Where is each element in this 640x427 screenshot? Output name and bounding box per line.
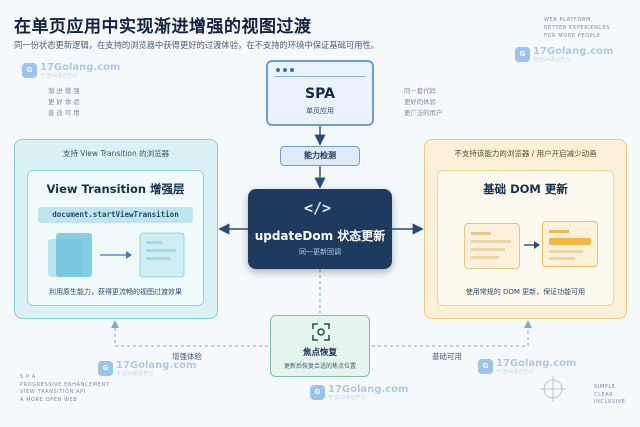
transition-illustration-icon bbox=[48, 232, 185, 278]
enhancement-title: View Transition 增强层 bbox=[46, 182, 185, 196]
focus-restore-card: 焦点恢复 更新后恢复合适的焦点位置 bbox=[270, 315, 370, 377]
code-icon: </> bbox=[304, 199, 332, 217]
right-side-notes: 同一套代码 更好的体验 更广泛的用户 bbox=[404, 87, 443, 117]
bottom-left-note: S P A PROGRESSIVE ENHANCEMENT VIEW TRANS… bbox=[20, 374, 110, 403]
update-dom-subtitle: 同一更新回调 bbox=[299, 248, 341, 256]
focus-icon bbox=[312, 323, 330, 341]
baseline-usable-label: 基础可用 bbox=[432, 352, 462, 361]
update-dom-card: </> updateDom 状态更新 同一更新回调 bbox=[248, 189, 392, 269]
baseline-dom-panel: 不支持该能力的浏览器 / 用户开启减少动画 基础 DOM 更新 使用常规的 DO… bbox=[424, 139, 627, 319]
dom-after-icon bbox=[542, 221, 598, 267]
panel-header: 支持 View Transition 的浏览器 bbox=[62, 149, 170, 158]
update-dom-title: updateDom 状态更新 bbox=[254, 229, 386, 243]
focus-to-right-path bbox=[372, 320, 532, 347]
view-transition-panel: 支持 View Transition 的浏览器 View Transition … bbox=[14, 139, 218, 319]
crosshair-icon bbox=[540, 376, 566, 402]
focus-subtitle: 更新后恢复合适的焦点位置 bbox=[283, 363, 356, 370]
left-side-notes: 渐 进 增 强 更 好 体 验 普 适 可 用 bbox=[48, 87, 80, 117]
capability-detection: 能力检测 bbox=[280, 146, 360, 166]
bottom-right-note: SIMPLE CLEAR INCLUSIVE bbox=[594, 384, 626, 405]
gopher-logo-icon: G bbox=[478, 359, 493, 374]
baseline-update-card: 基础 DOM 更新 使用常规的 DOM 更新，保证功能可用 bbox=[437, 170, 614, 306]
page-subtitle: 同一份状态更新逻辑，在支持的浏览器中获得更好的过渡体验，在不支持的环境中保证基础… bbox=[14, 40, 380, 50]
dom-before-icon bbox=[464, 223, 520, 269]
top-right-note: WEB PLATFORM BETTER EXPERIENCES FOR MORE… bbox=[544, 17, 611, 39]
gopher-logo-icon: G bbox=[515, 47, 530, 62]
gopher-logo-icon: G bbox=[22, 63, 37, 78]
baseline-caption: 使用常规的 DOM 更新，保证功能可用 bbox=[465, 288, 586, 296]
spa-card: SPA 单页应用 bbox=[266, 60, 374, 126]
spa-subtitle: 单页应用 bbox=[306, 107, 334, 115]
focus-to-left-path bbox=[111, 320, 268, 347]
page-title: 在单页应用中实现渐进增强的视图过渡 bbox=[14, 17, 312, 37]
window-dots-icon bbox=[276, 68, 294, 72]
gopher-logo-icon: G bbox=[310, 385, 325, 400]
arrow-right-icon bbox=[524, 241, 540, 249]
enhanced-experience-label: 增强体验 bbox=[172, 352, 202, 361]
focus-title: 焦点恢复 bbox=[302, 348, 337, 358]
gopher-logo-icon: G bbox=[98, 361, 113, 376]
enhancement-caption: 利用原生能力，获得更流畅的视图过渡效果 bbox=[49, 288, 182, 296]
spa-title: SPA bbox=[305, 86, 335, 102]
baseline-title: 基础 DOM 更新 bbox=[483, 182, 568, 196]
enhancement-layer-card: View Transition 增强层 document.startViewTr… bbox=[27, 170, 204, 306]
api-name: document.startViewTransition bbox=[38, 207, 193, 223]
panel-header: 不支持该能力的浏览器 / 用户开启减少动画 bbox=[454, 149, 597, 158]
